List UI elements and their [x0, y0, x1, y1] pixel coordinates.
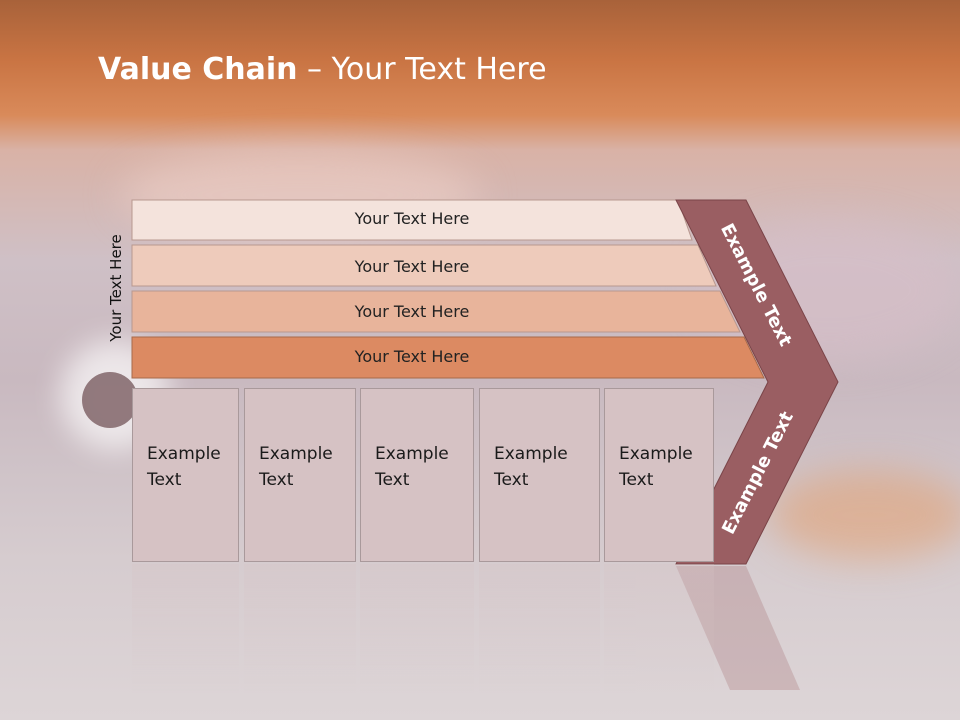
row-label-1: Your Text Here	[354, 209, 470, 228]
slide-title: Value Chain – Your Text Here	[98, 52, 547, 87]
box-text-line2: Text	[147, 470, 182, 490]
reflection-box	[360, 564, 474, 694]
row-bar-1	[131, 199, 693, 241]
box-text-line1: Example	[494, 444, 568, 464]
chevron-arrow	[675, 199, 839, 565]
row-bar-4	[131, 336, 765, 379]
row-label-4: Your Text Here	[354, 347, 470, 366]
reflection-box	[244, 564, 356, 694]
row-bar-3	[131, 290, 741, 333]
box-text-line2: Text	[375, 470, 410, 490]
box-text-line1: Example	[619, 444, 693, 464]
city-glow	[770, 470, 960, 560]
box-text-line2: Text	[619, 470, 654, 490]
box-text-line2: Text	[259, 470, 294, 490]
box-reflection	[132, 564, 714, 694]
row-bar-2	[131, 244, 717, 287]
reflection-box	[132, 564, 239, 694]
row-label-2: Your Text Here	[354, 257, 470, 276]
box-text-line1: Example	[375, 444, 449, 464]
box-text-line1: Example	[147, 444, 221, 464]
title-bold: Value Chain	[98, 52, 298, 87]
planet	[82, 372, 138, 428]
box-text-line1: Example	[259, 444, 333, 464]
row-label-3: Your Text Here	[354, 302, 470, 321]
title-rest: – Your Text Here	[297, 52, 547, 87]
chevron-reflection	[676, 566, 800, 690]
reflection-box	[604, 564, 714, 694]
box-text-line2: Text	[494, 470, 529, 490]
reflection-box	[479, 564, 600, 694]
